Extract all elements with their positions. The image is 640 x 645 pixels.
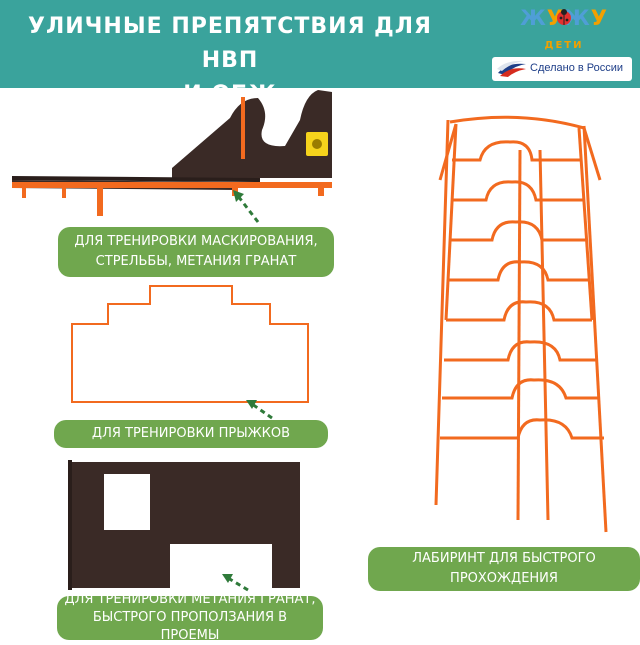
badge-text: Сделано в России (530, 62, 624, 74)
caption-camouflage: ДЛЯ ТРЕНИРОВКИ МАСКИРОВАНИЯ, СТРЕЛЬБЫ, М… (58, 227, 334, 277)
caption-crawl-line-1: ДЛЯ ТРЕНИРОВКИ МЕТАНИЯ ГРАНАТ, (64, 592, 316, 607)
title-line-1: УЛИЧНЫЕ ПРЕПЯТСТВИЯ ДЛЯ НВП (28, 14, 432, 73)
caption-camouflage-line-2: СТРЕЛЬБЫ, МЕТАНИЯ ГРАНАТ (95, 254, 297, 269)
logo-letter-1: Ж (520, 6, 547, 30)
maze-illustration (434, 115, 608, 533)
brand-logo: ЖУЖУ ДЕТИ (512, 6, 616, 54)
caption-crawl: ДЛЯ ТРЕНИРОВКИ МЕТАНИЯ ГРАНАТ, БЫСТРОГО … (57, 592, 323, 643)
page-title: УЛИЧНЫЕ ПРЕПЯТСТВИЯ ДЛЯ НВП И ОБЖ (20, 10, 440, 112)
caption-maze-line-2: ПРОХОЖДЕНИЯ (450, 571, 558, 586)
ladybug-icon (557, 9, 571, 25)
pointer-arrows (227, 195, 273, 592)
pointer-arrowheads (222, 190, 257, 583)
caption-maze-line-1: ЛАБИРИНТ ДЛЯ БЫСТРОГО (412, 551, 596, 566)
logo-letter-4: У (590, 6, 608, 30)
header-banner: УЛИЧНЫЕ ПРЕПЯТСТВИЯ ДЛЯ НВП И ОБЖ ЖУЖУ Д… (0, 0, 640, 107)
caption-crawl-line-2: БЫСТРОГО ПРОПОЛЗАНИЯ В ПРОЕМЫ (92, 610, 288, 643)
caption-camouflage-line-1: ДЛЯ ТРЕНИРОВКИ МАСКИРОВАНИЯ, (74, 234, 318, 249)
made-in-russia-badge: Сделано в России (492, 57, 632, 81)
caption-maze: ЛАБИРИНТ ДЛЯ БЫСТРОГО ПРОХОЖДЕНИЯ (368, 547, 640, 591)
logo-wordmark: ЖУЖУ (512, 6, 616, 30)
logo-subtitle: ДЕТИ (544, 40, 584, 51)
russian-flag-swoosh-icon (497, 60, 526, 77)
jump-frame-illustration (71, 285, 309, 403)
crawl-panel-illustration (68, 460, 300, 590)
logo-letter-2: У (546, 6, 564, 30)
caption-jumps-text: ДЛЯ ТРЕНИРОВКИ ПРЫЖКОВ (91, 426, 291, 441)
camouflage-platform-illustration (12, 90, 332, 216)
caption-jumps: ДЛЯ ТРЕНИРОВКИ ПРЫЖКОВ (54, 420, 328, 448)
